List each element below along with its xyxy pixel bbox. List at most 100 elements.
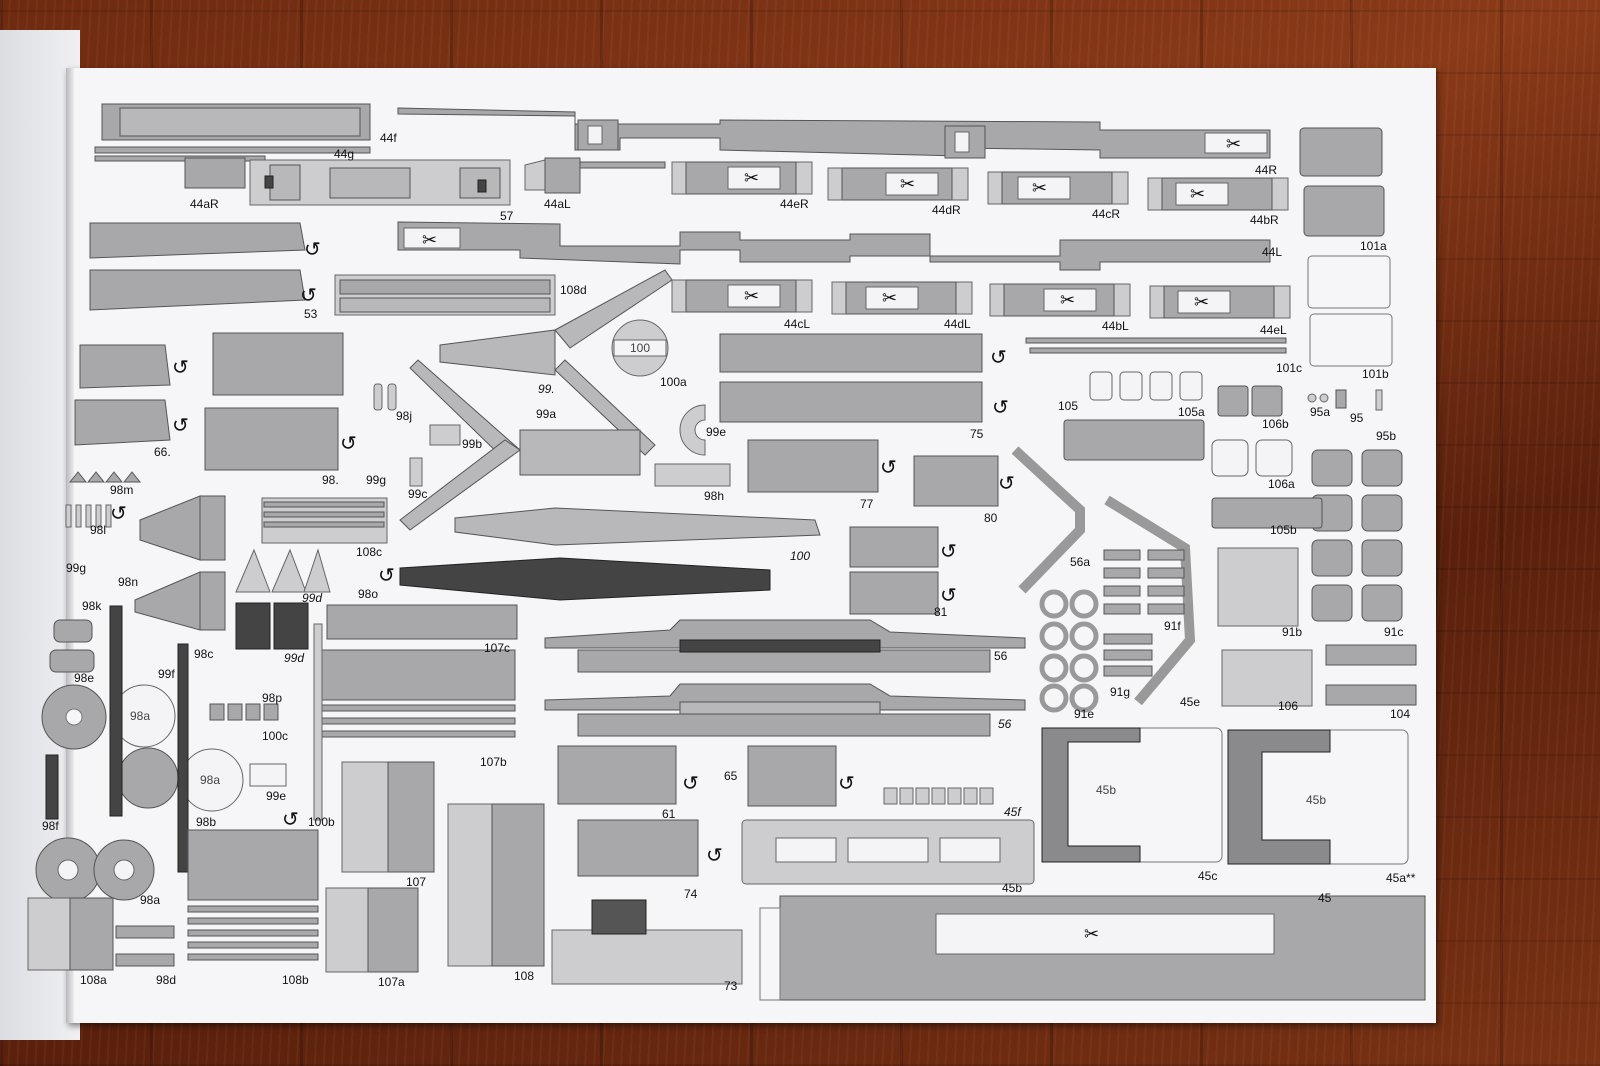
part-91b bbox=[1217, 547, 1299, 627]
label-44L: 44L bbox=[1262, 245, 1282, 259]
rotate-arrow-icon: ↺ bbox=[340, 431, 357, 455]
label-106b: 106b bbox=[1262, 417, 1289, 431]
part-106a bbox=[1211, 439, 1293, 477]
scissors-icon: ✂ bbox=[1226, 134, 1241, 155]
part-75 bbox=[719, 381, 983, 423]
part-99e-box bbox=[249, 763, 287, 787]
part-106 bbox=[1221, 649, 1313, 707]
part-98d bbox=[115, 953, 175, 967]
label-56: 56 bbox=[994, 649, 1008, 663]
scissors-icon: ✂ bbox=[422, 230, 437, 251]
part-81a bbox=[849, 526, 939, 568]
label-99c: 99c bbox=[408, 487, 427, 501]
label-45b-inner-2: 45b bbox=[1306, 793, 1326, 807]
label-106a: 106a bbox=[1268, 477, 1295, 491]
label-98l: 98l bbox=[90, 523, 106, 537]
part-98f bbox=[45, 754, 59, 820]
part-99d bbox=[235, 602, 271, 650]
part-44aL bbox=[544, 157, 581, 194]
label-95a: 95a bbox=[1310, 405, 1330, 419]
part-108c bbox=[261, 497, 388, 544]
part-101c bbox=[1025, 337, 1287, 344]
part-66a bbox=[79, 344, 171, 389]
part-100-truss bbox=[454, 507, 821, 546]
part-45f bbox=[883, 787, 994, 805]
label-44eL: 44eL bbox=[1260, 323, 1287, 337]
part-105a bbox=[1089, 371, 1203, 401]
part-91f bbox=[1103, 549, 1185, 615]
label-44f: 44f bbox=[380, 131, 397, 145]
label-91g: 91g bbox=[1110, 685, 1130, 699]
label-45a: 45a** bbox=[1386, 871, 1416, 885]
label-99d-top: 99d bbox=[302, 591, 322, 605]
rotate-arrow-icon: ↺ bbox=[378, 563, 395, 587]
part-100 bbox=[399, 557, 771, 601]
label-107a: 107a bbox=[378, 975, 405, 989]
part-44R-strip bbox=[397, 107, 1271, 159]
label-99b: 99b bbox=[462, 437, 482, 451]
label-44cL: 44cL bbox=[784, 317, 810, 331]
part-104 bbox=[1325, 684, 1417, 706]
scissors-icon: ✂ bbox=[744, 286, 759, 307]
label-45: 45 bbox=[1318, 891, 1332, 905]
label-100c: 100c bbox=[262, 729, 288, 743]
rotate-arrow-icon: ↺ bbox=[838, 771, 855, 795]
label-98p: 98p bbox=[262, 691, 282, 705]
part-95 bbox=[1307, 389, 1383, 411]
part-45c bbox=[1041, 727, 1223, 863]
scissors-icon: ✂ bbox=[1194, 292, 1209, 313]
part-44aR bbox=[184, 157, 246, 189]
part-101b-top bbox=[1307, 255, 1391, 309]
part-81 bbox=[849, 571, 939, 615]
label-56a: 56a bbox=[1070, 555, 1090, 569]
part-56b bbox=[577, 713, 991, 737]
part-99c bbox=[409, 457, 423, 487]
label-45c: 45c bbox=[1198, 869, 1217, 883]
scissors-icon: ✂ bbox=[1190, 184, 1205, 205]
part-44dR bbox=[827, 167, 969, 201]
part-98m bbox=[68, 471, 142, 483]
label-61: 61 bbox=[662, 807, 676, 821]
label-95: 95 bbox=[1350, 411, 1364, 425]
label-98b: 98b bbox=[196, 815, 216, 829]
part-74 bbox=[577, 819, 699, 877]
label-98a: 98a bbox=[140, 893, 160, 907]
part-44eL bbox=[1149, 285, 1291, 319]
part-98a-panel bbox=[212, 332, 344, 396]
part-108b bbox=[187, 905, 319, 961]
label-98c: 98c bbox=[194, 647, 213, 661]
label-98n: 98n bbox=[118, 575, 138, 589]
part-101b bbox=[1309, 313, 1393, 367]
label-106: 106 bbox=[1278, 699, 1298, 713]
part-98a-disc-2 bbox=[117, 747, 179, 809]
part-91g bbox=[1103, 633, 1153, 677]
part-99e bbox=[679, 404, 706, 456]
part-75a bbox=[719, 333, 983, 373]
label-44bL: 44bL bbox=[1102, 319, 1129, 333]
label-77: 77 bbox=[860, 497, 874, 511]
part-65 bbox=[747, 745, 837, 807]
part-91e bbox=[1039, 589, 1099, 713]
label-107: 107 bbox=[406, 875, 426, 889]
part-105 bbox=[1063, 419, 1205, 461]
part-98l bbox=[65, 504, 112, 528]
label-53: 53 bbox=[304, 307, 318, 321]
scissors-icon: ✂ bbox=[882, 288, 897, 309]
label-98k: 98k bbox=[82, 599, 102, 613]
part-56 bbox=[577, 649, 991, 673]
label-108: 108 bbox=[514, 969, 534, 983]
rotate-arrow-icon: ↺ bbox=[992, 395, 1009, 419]
label-98j: 98j bbox=[396, 409, 412, 423]
label-101c: 101c bbox=[1276, 361, 1302, 375]
part-44cR bbox=[987, 171, 1129, 205]
part-98c bbox=[134, 571, 201, 631]
label-100-truss: 100 bbox=[790, 549, 810, 563]
label-99g: 99g bbox=[366, 473, 386, 487]
rotate-arrow-icon: ↺ bbox=[682, 771, 699, 795]
part-99-crane bbox=[399, 269, 673, 531]
label-91f: 91f bbox=[1164, 619, 1181, 633]
label-98e: 98e bbox=[74, 671, 94, 685]
label-98m: 98m bbox=[110, 483, 133, 497]
part-44cL bbox=[671, 279, 813, 313]
